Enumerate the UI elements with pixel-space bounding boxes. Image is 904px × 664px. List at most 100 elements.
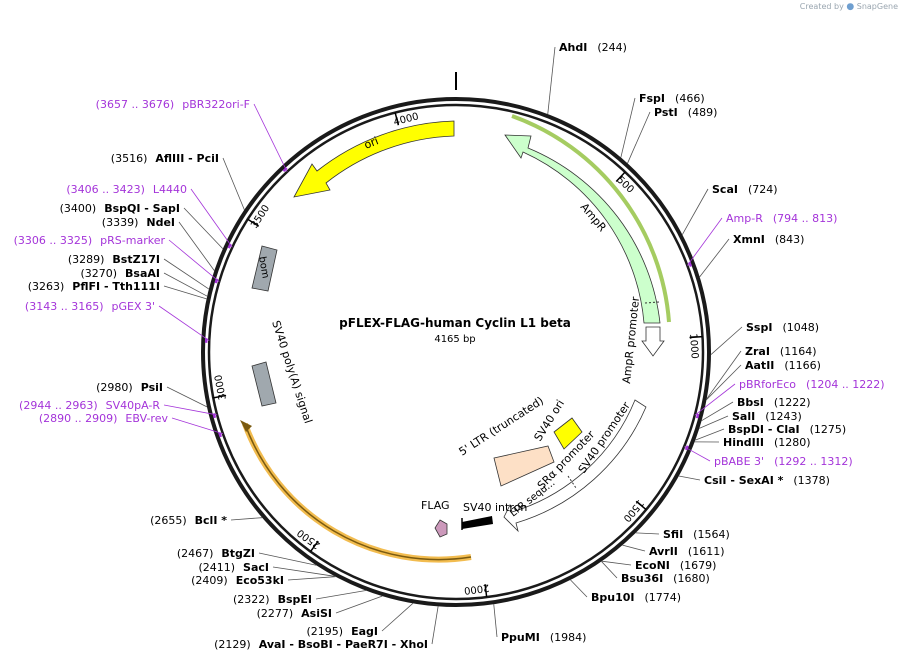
site-label-enzyme[interactable]: AatII(1166) bbox=[745, 359, 821, 372]
ampr-promoter-feature[interactable] bbox=[641, 326, 665, 357]
site-name: SacI bbox=[243, 561, 269, 574]
site-label-enzyme[interactable]: SacI(2411) bbox=[198, 561, 269, 574]
site-position: (3339) bbox=[102, 216, 139, 229]
site-label-enzyme[interactable]: Eco53kI(2409) bbox=[191, 574, 284, 587]
site-label-enzyme[interactable]: XmnI(843) bbox=[733, 233, 804, 246]
site-label-enzyme[interactable]: EcoNI(1679) bbox=[635, 559, 716, 572]
sv40-ori-feature[interactable] bbox=[553, 417, 583, 450]
site-label-primer[interactable]: L4440(3406 .. 3423) bbox=[66, 183, 187, 196]
tick-label: 2500 bbox=[295, 527, 322, 551]
flag-label: FLAG bbox=[421, 499, 450, 512]
site-position: (1243) bbox=[765, 410, 802, 423]
enzyme-leader-lines bbox=[158, 46, 743, 645]
orange-region-arrowhead bbox=[240, 420, 252, 432]
site-position: (1611) bbox=[688, 545, 725, 558]
site-label-enzyme[interactable]: AvrII (1611) bbox=[649, 545, 724, 558]
site-label-enzyme[interactable]: EagI(2195) bbox=[307, 625, 378, 638]
site-position: (3306 .. 3325) bbox=[14, 234, 93, 247]
site-name: EBV-rev bbox=[125, 412, 168, 425]
site-label-enzyme[interactable]: AhdI(244) bbox=[559, 41, 627, 54]
sra-promoter-feature[interactable] bbox=[503, 399, 647, 533]
site-position: (1204 .. 1222) bbox=[806, 378, 885, 391]
bom-feature[interactable] bbox=[251, 245, 278, 292]
plasmid-title: pFLEX-FLAG-human Cyclin L1 beta bbox=[339, 316, 571, 330]
site-label-enzyme[interactable]: AvaI - BsoBI - PaeR7I - XhoI(2129) bbox=[214, 638, 428, 651]
site-label-enzyme[interactable]: AsiSI(2277) bbox=[257, 607, 332, 620]
snapgene-brand: Created by ● SnapGene bbox=[800, 2, 898, 12]
site-label-primer[interactable]: pBABE 3' (1292 .. 1312) bbox=[714, 455, 853, 468]
site-label-enzyme[interactable]: BbsI (1222) bbox=[737, 396, 810, 409]
sv40-polya-feature[interactable] bbox=[251, 361, 277, 407]
ltr-label: 5' LTR (truncated) bbox=[457, 394, 546, 458]
site-label-enzyme[interactable]: BsaAI(3270) bbox=[80, 267, 160, 280]
tick-mark bbox=[615, 171, 626, 182]
site-position: (3263) bbox=[28, 280, 65, 293]
orange-region-glow bbox=[242, 422, 472, 563]
sv40-intron-label: SV40 intron bbox=[463, 501, 527, 514]
site-position: (3143 .. 3165) bbox=[25, 300, 104, 313]
site-label-enzyme[interactable]: ScaI(724) bbox=[712, 183, 778, 196]
site-label-enzyme[interactable]: FspI(466) bbox=[639, 92, 705, 105]
ltr-feature[interactable] bbox=[493, 445, 555, 487]
site-label-enzyme[interactable]: SalI(1243) bbox=[732, 410, 802, 423]
site-position: (489) bbox=[688, 106, 718, 119]
site-name: XmnI bbox=[733, 233, 765, 246]
site-name: NdeI bbox=[146, 216, 175, 229]
site-position: (3406 .. 3423) bbox=[66, 183, 145, 196]
site-label-enzyme[interactable]: PstI(489) bbox=[654, 106, 717, 119]
tick-label: 1000 bbox=[687, 333, 700, 359]
site-label-enzyme[interactable]: SspI(1048) bbox=[746, 321, 819, 334]
sv40-intron-feature[interactable] bbox=[462, 516, 493, 529]
site-label-primer[interactable]: pBR322ori-F(3657 .. 3676) bbox=[96, 98, 250, 111]
site-label-primer[interactable]: SV40pA-R(2944 .. 2963) bbox=[19, 399, 160, 412]
site-position: (2655) bbox=[150, 514, 187, 527]
site-label-enzyme[interactable]: BspEI(2322) bbox=[233, 593, 312, 606]
site-label-enzyme[interactable]: PflFI - Tth111I(3263) bbox=[28, 280, 160, 293]
ampr-feature[interactable] bbox=[504, 134, 661, 324]
site-name: pGEX 3' bbox=[111, 300, 155, 313]
site-label-primer[interactable]: EBV-rev(2890 .. 2909) bbox=[39, 412, 169, 425]
snapgene-logo-icon: ● bbox=[846, 2, 855, 12]
ampr-promoter-label: AmpR promoter bbox=[620, 296, 642, 385]
site-label-enzyme[interactable]: BstZ17I(3289) bbox=[68, 253, 160, 266]
site-label-enzyme[interactable]: BspQI - SapI(3400) bbox=[60, 202, 180, 215]
site-position: (1292 .. 1312) bbox=[774, 455, 853, 468]
site-name: BbsI bbox=[737, 396, 764, 409]
site-name: Bpu10I bbox=[591, 591, 635, 604]
site-label-primer[interactable]: Amp-R(794 .. 813) bbox=[726, 212, 837, 225]
site-name: AvrII bbox=[649, 545, 678, 558]
site-label-enzyme[interactable]: NdeI (3339) bbox=[102, 216, 175, 229]
tick-label: 3000 bbox=[213, 374, 229, 401]
site-label-enzyme[interactable]: AflIII - PciI(3516) bbox=[111, 152, 219, 165]
site-name: pBABE 3' bbox=[714, 455, 764, 468]
site-label-enzyme[interactable]: Bpu10I(1774) bbox=[591, 591, 681, 604]
site-label-enzyme[interactable]: BclI *(2655) bbox=[150, 514, 227, 527]
site-position: (1222) bbox=[774, 396, 811, 409]
site-label-primer[interactable]: pGEX 3' (3143 .. 3165) bbox=[25, 300, 155, 313]
tick-mark bbox=[247, 218, 260, 227]
site-label-enzyme[interactable]: CsiI - SexAI *(1378) bbox=[704, 474, 830, 487]
site-name: AatII bbox=[745, 359, 774, 372]
site-label-enzyme[interactable]: PpuMI(1984) bbox=[501, 631, 586, 644]
site-name: pRS-marker bbox=[100, 234, 165, 247]
plasmid-size: 4165 bp bbox=[434, 334, 475, 345]
site-label-primer[interactable]: pBRforEco(1204 .. 1222) bbox=[739, 378, 885, 391]
site-label-enzyme[interactable]: HindIII(1280) bbox=[723, 436, 811, 449]
site-label-primer[interactable]: pRS-marker (3306 .. 3325) bbox=[14, 234, 166, 247]
site-name: Amp-R bbox=[726, 212, 763, 225]
tick-mark bbox=[394, 112, 400, 126]
site-label-enzyme[interactable]: ZraI(1164) bbox=[745, 345, 817, 358]
tick-mark bbox=[484, 584, 488, 598]
site-label-enzyme[interactable]: Bsu36I(1680) bbox=[621, 572, 710, 585]
site-position: (2195) bbox=[307, 625, 344, 638]
site-label-enzyme[interactable]: BtgZI(2467) bbox=[177, 547, 255, 560]
site-label-enzyme[interactable]: PsiI(2980) bbox=[96, 381, 163, 394]
site-name: Bsu36I bbox=[621, 572, 663, 585]
site-label-enzyme[interactable]: SfiI(1564) bbox=[663, 528, 730, 541]
tick-mark bbox=[309, 540, 319, 553]
ampr-glow bbox=[511, 114, 671, 323]
site-name: PpuMI bbox=[501, 631, 540, 644]
flag-feature[interactable] bbox=[434, 519, 448, 538]
ori-feature[interactable] bbox=[293, 120, 455, 198]
site-label-enzyme[interactable]: BspDI - ClaI(1275) bbox=[728, 423, 846, 436]
